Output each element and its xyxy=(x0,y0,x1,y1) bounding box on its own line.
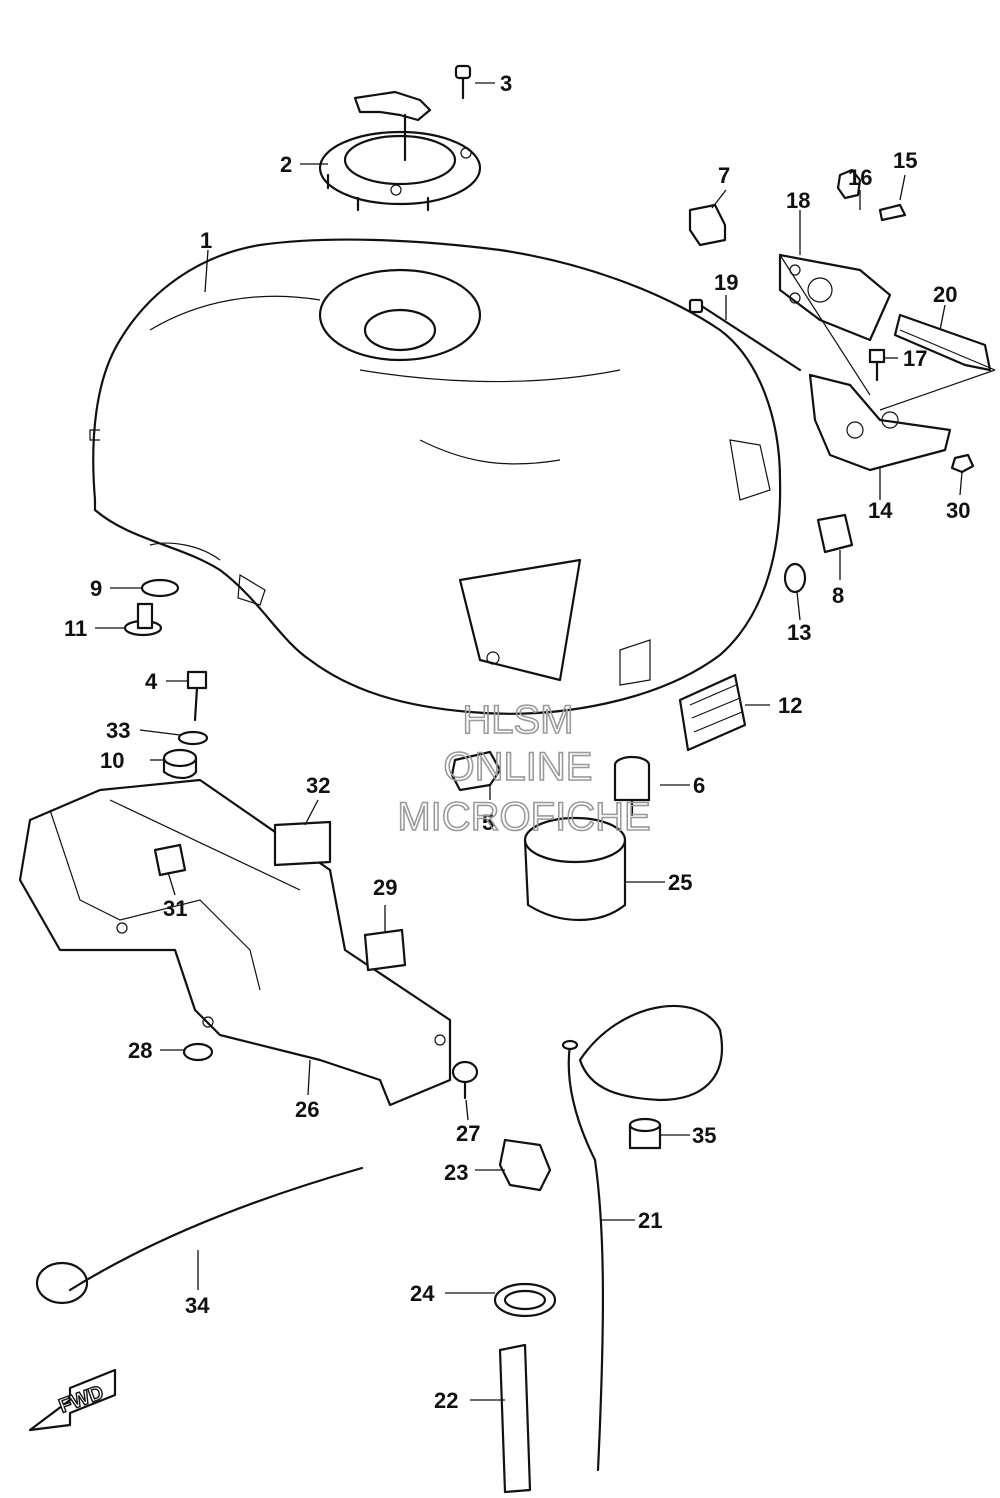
leader-lines xyxy=(95,82,963,1401)
callout-21: 21 xyxy=(638,1208,662,1233)
strap-22 xyxy=(498,1343,532,1494)
cap-6 xyxy=(613,755,651,817)
callout-2: 2 xyxy=(280,152,292,177)
fwd-label: FWD xyxy=(56,1381,106,1417)
callout-1: 1 xyxy=(200,228,212,253)
callout-10: 10 xyxy=(100,748,124,773)
callout-6: 6 xyxy=(693,773,705,798)
callout-16: 16 xyxy=(848,165,872,190)
clamp-24 xyxy=(493,1282,557,1318)
watermark-line-1: HLSM xyxy=(462,698,573,742)
callout-20: 20 xyxy=(933,282,957,307)
grommet-28 xyxy=(182,1042,214,1062)
cushion-9 xyxy=(140,578,180,598)
fuel-tank xyxy=(89,238,782,715)
watermark: HLSM ONLINE MICROFICHE xyxy=(397,697,652,840)
bracket-assembly xyxy=(688,168,996,474)
callout-32: 32 xyxy=(306,773,330,798)
callout-4: 4 xyxy=(145,669,158,694)
callout-9: 9 xyxy=(90,576,102,601)
reflector xyxy=(678,673,747,752)
fwd-arrow-icon: FWD xyxy=(28,1368,117,1432)
callout-5: 5 xyxy=(482,810,494,835)
bolt-4 xyxy=(186,670,208,722)
rod-34 xyxy=(35,1166,364,1305)
label-29 xyxy=(363,928,407,972)
washer-33 xyxy=(177,730,209,746)
callout-11: 11 xyxy=(64,616,87,641)
callout-26: 26 xyxy=(295,1097,319,1122)
callout-31: 31 xyxy=(163,896,187,921)
callout-17: 17 xyxy=(903,346,927,371)
callout-28: 28 xyxy=(128,1038,152,1063)
rubber-cushion-7 xyxy=(688,203,727,247)
callout-labels: 1 2 3 4 5 6 7 8 9 10 11 12 13 14 15 16 1… xyxy=(64,71,970,1413)
label-32 xyxy=(273,820,332,867)
filler-cap xyxy=(318,90,482,212)
grommet-10 xyxy=(162,748,198,780)
callout-3: 3 xyxy=(500,71,512,96)
clip-27 xyxy=(451,1060,479,1100)
callout-19: 19 xyxy=(714,270,738,295)
cover-25 xyxy=(523,816,627,921)
callout-12: 12 xyxy=(778,693,802,718)
callout-24: 24 xyxy=(410,1281,435,1306)
callout-30: 30 xyxy=(946,498,970,523)
callout-35: 35 xyxy=(692,1123,716,1148)
callout-22: 22 xyxy=(434,1388,458,1413)
callout-18: 18 xyxy=(786,188,810,213)
callout-7: 7 xyxy=(718,163,730,188)
watermark-line-3: MICROFICHE xyxy=(397,795,650,839)
callout-8: 8 xyxy=(832,583,844,608)
callout-14: 14 xyxy=(868,498,893,523)
clamp-23 xyxy=(498,1138,552,1192)
callout-29: 29 xyxy=(373,875,397,900)
rubber-cushion-8 xyxy=(816,513,854,554)
screw xyxy=(454,64,472,100)
callout-13: 13 xyxy=(787,620,811,645)
clip-13 xyxy=(783,562,807,594)
callout-23: 23 xyxy=(444,1160,468,1185)
watermark-line-2: ONLINE xyxy=(444,745,593,789)
drain-hose xyxy=(561,1004,723,1472)
collar-11 xyxy=(123,602,163,637)
callout-25: 25 xyxy=(668,870,692,895)
callout-34: 34 xyxy=(185,1293,210,1318)
pad-31 xyxy=(153,843,187,877)
callout-15: 15 xyxy=(893,148,917,173)
callout-27: 27 xyxy=(456,1121,480,1146)
cap-35 xyxy=(628,1117,662,1150)
callout-33: 33 xyxy=(106,718,130,743)
